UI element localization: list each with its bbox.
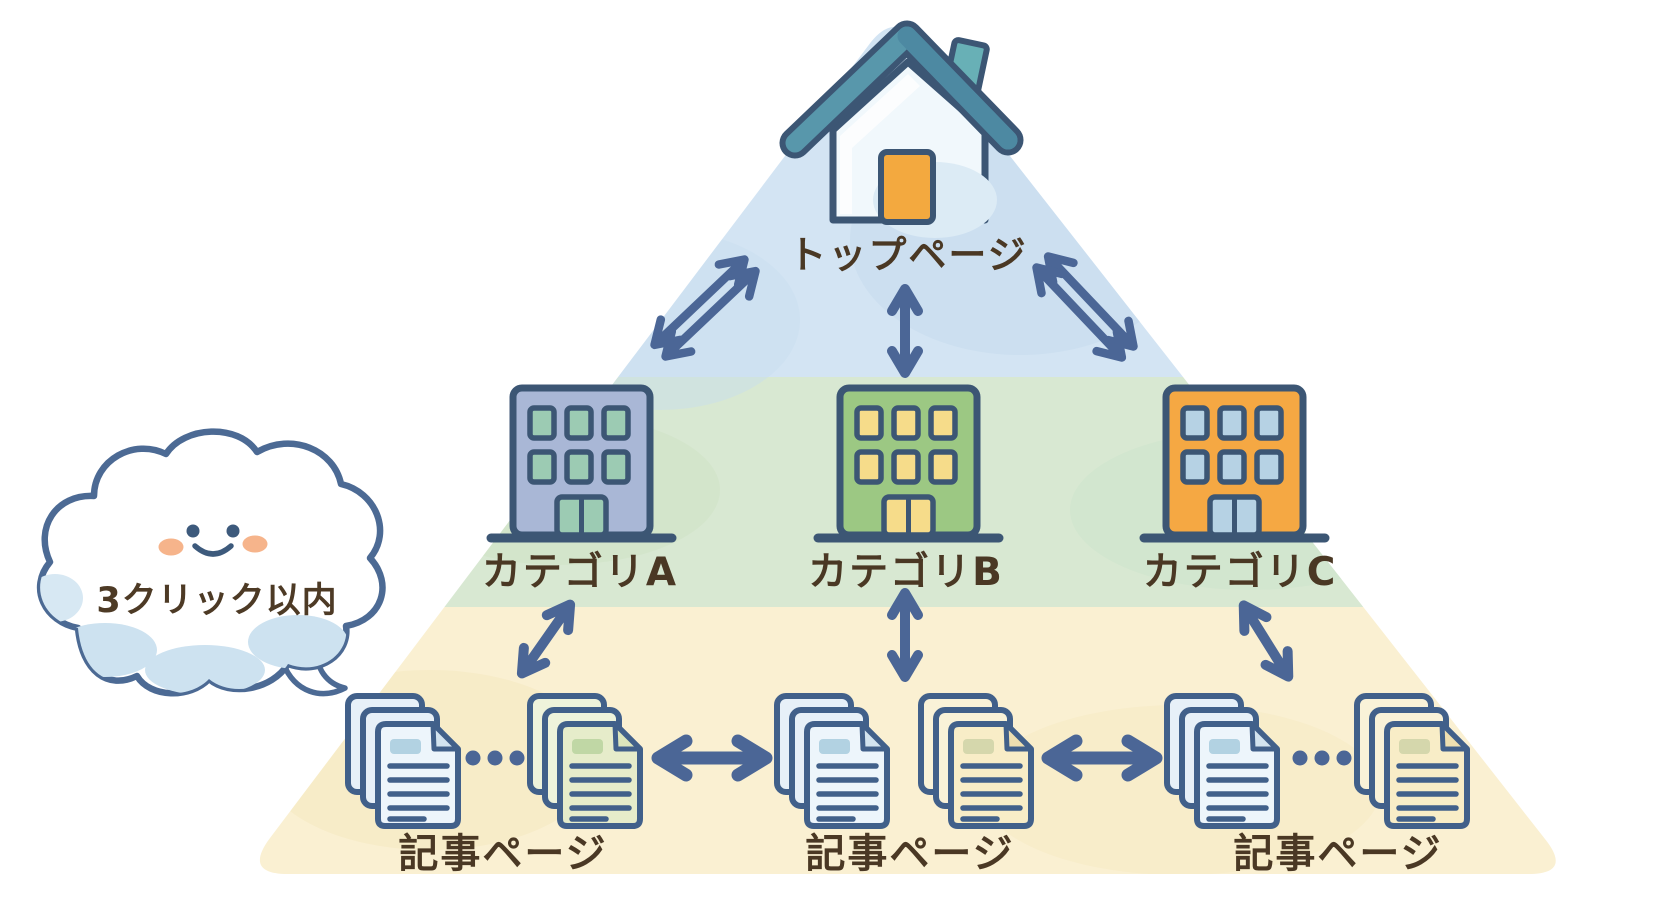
building-a-icon [491,388,672,538]
article-pages-label-3: 記事ページ [1233,831,1443,877]
smiley-face [158,524,268,557]
category-a-label: カテゴリA [481,550,679,595]
top-page-label: トップページ [788,233,1028,277]
building-b-icon [818,388,999,538]
article-pages-label-2: 記事ページ [805,831,1015,877]
home-icon [779,20,1024,238]
ellipsis-dots [465,750,525,766]
category-c-label: カテゴリC [1142,550,1338,595]
three-clicks-callout-label: 3クリック以内 [96,581,338,621]
category-b-label: カテゴリB [808,550,1004,595]
article-pages-label-1: 記事ページ [398,831,608,877]
cloud-callout [36,428,386,697]
ellipsis-dots [1292,750,1352,766]
building-c-icon [1144,388,1325,538]
